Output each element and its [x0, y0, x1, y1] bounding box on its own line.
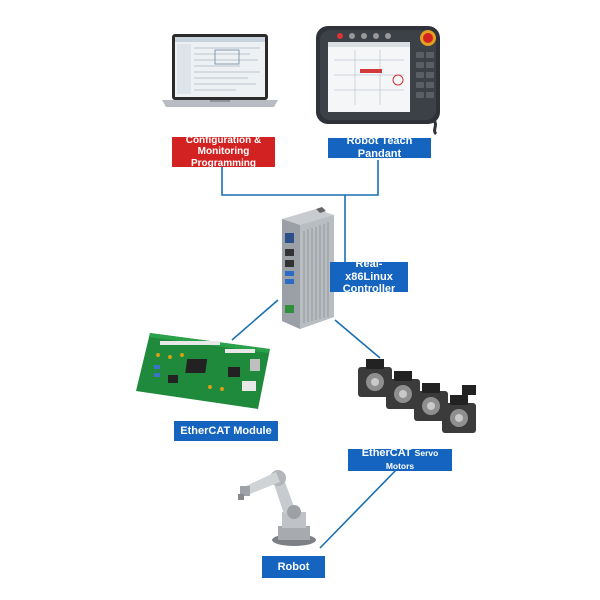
teach-pendant-label-text: Robot Teach Pandant [346, 135, 413, 160]
connector-servo-to-robot [319, 467, 399, 549]
circuit-board-icon [130, 325, 280, 415]
config-label-line1: Configuration & [185, 134, 262, 146]
laptop-icon [160, 30, 280, 110]
robot-arm-icon [232, 460, 332, 548]
robot-label: Robot [262, 556, 325, 578]
teach-pendant-label: Robot Teach Pandant [328, 135, 431, 160]
servo-label-main: EtherCAT [361, 447, 412, 460]
teach-pendant-icon [310, 20, 450, 136]
connector-controller-to-module [231, 299, 279, 341]
servo-motor-icon [352, 355, 482, 445]
config-monitoring-label: Configuration & Monitoring Programming [172, 134, 275, 169]
config-label-line2: Monitoring Programming [190, 146, 256, 169]
ethercat-module-label: EtherCAT Module [174, 421, 278, 441]
connector-config-to-bus [221, 160, 379, 196]
connector-controller-to-servo [334, 319, 381, 359]
controller-label: Real-x86Linux Controller [330, 258, 408, 295]
industrial-pc-icon [272, 205, 342, 333]
servo-label-small: Servo Motors [385, 448, 439, 471]
servo-motors-label: EtherCAT Servo Motors [348, 447, 452, 471]
controller-label-line2: Controller [342, 283, 396, 296]
ethercat-module-label-text: EtherCAT Module [180, 424, 272, 437]
robot-label-text: Robot [277, 560, 310, 573]
controller-label-line1: Real-x86Linux [345, 258, 393, 283]
